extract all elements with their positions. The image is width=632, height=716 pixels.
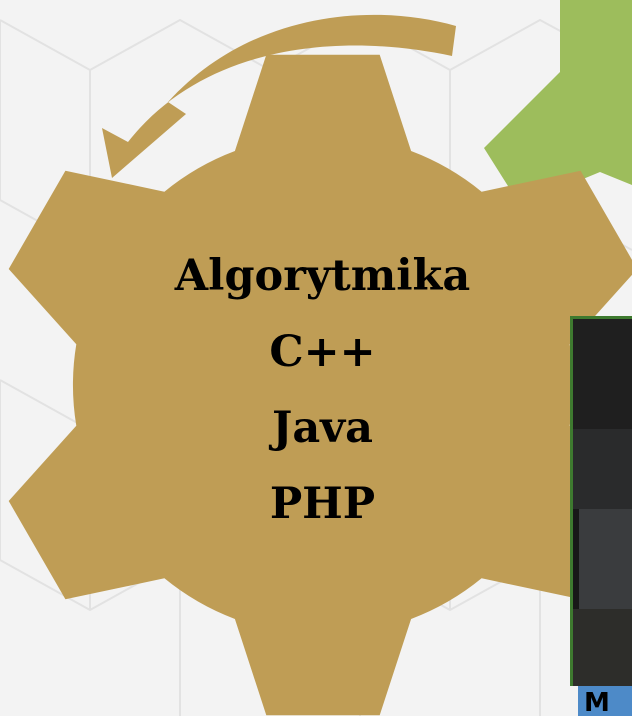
photo-panel (570, 316, 632, 686)
photo-region (579, 509, 632, 609)
topic-java: Java (271, 403, 374, 453)
green-gear-shape (484, 0, 632, 205)
photo-caption-bar: M (578, 686, 632, 716)
topic-cpp: C++ (269, 327, 376, 377)
photo-region (573, 609, 632, 686)
gear-icon (8, 54, 632, 716)
gear-topic-list: Algorytmika C++ Java PHP (100, 238, 545, 542)
photo-caption-text: M (584, 688, 610, 716)
topic-php: PHP (269, 479, 376, 529)
photo-region (573, 429, 632, 509)
curved-arrow-icon (102, 14, 456, 179)
photo-region (573, 319, 632, 429)
topic-algorithms: Algorytmika (174, 251, 471, 301)
